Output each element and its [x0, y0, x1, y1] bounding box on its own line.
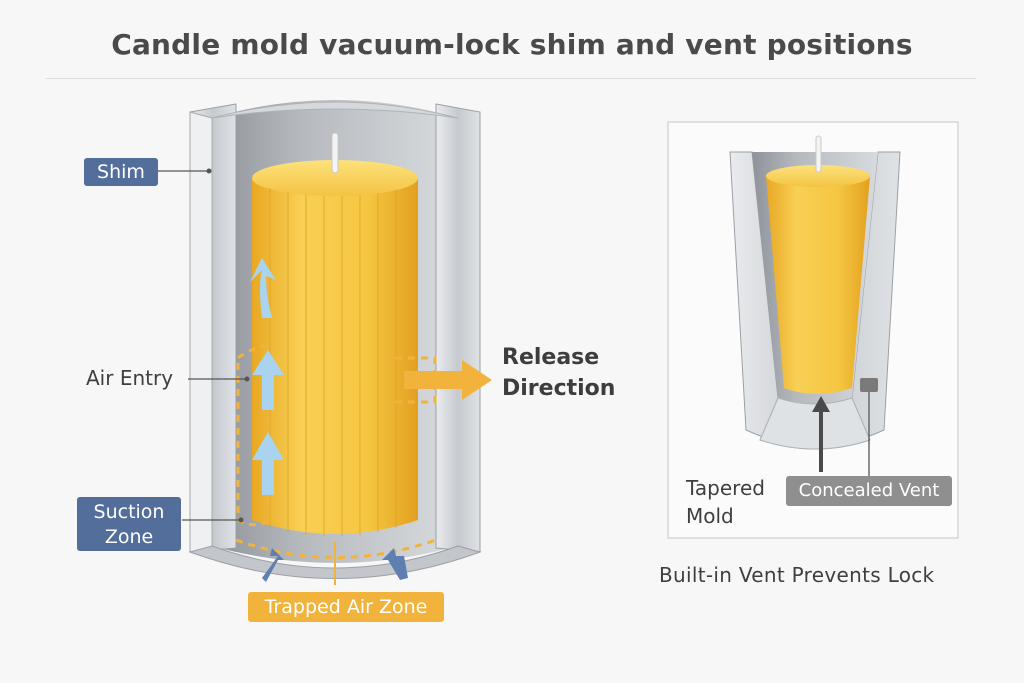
concealed-vent-badge: Concealed Vent — [786, 476, 952, 506]
candle-body — [252, 178, 418, 534]
candle-wick — [331, 132, 339, 174]
tapered-mold-arrow — [812, 396, 830, 472]
air-arrow-top — [250, 258, 276, 318]
tapered-mold-line2: Mold — [686, 504, 734, 528]
release-zone-outline — [395, 356, 437, 404]
suction-zone-badge: Suction Zone — [77, 497, 181, 551]
mold-top-rim — [211, 101, 459, 119]
release-direction-label: Release Direction — [502, 342, 615, 404]
main-candle — [252, 132, 418, 536]
inset-candle-top — [766, 165, 870, 187]
air-entry-label: Air Entry — [86, 366, 174, 390]
bottom-arrow-left — [262, 548, 284, 582]
bottom-airflow-arrows — [262, 548, 408, 582]
diagram-title: Candle mold vacuum-lock shim and vent po… — [111, 28, 913, 61]
suction-zone-line2: Zone — [104, 526, 154, 548]
release-line2: Direction — [502, 376, 616, 401]
inset-candle-body — [766, 176, 870, 394]
inset-caption: Built-in Vent Prevents Lock — [659, 563, 935, 587]
air-arrow-bottom — [252, 432, 284, 495]
air-entry-leader-dot — [244, 376, 250, 382]
shim-badge: Shim — [84, 158, 158, 186]
tapered-mold-label: Tapered Mold — [686, 474, 765, 530]
inset-candle — [766, 135, 870, 394]
air-arrow-middle — [252, 350, 284, 410]
tapered-mold-base — [759, 397, 871, 450]
release-arrow — [404, 360, 492, 400]
inset-candle-wick — [815, 135, 822, 173]
candle-top — [252, 160, 418, 196]
shim-leader-dot — [206, 168, 212, 174]
concealed-vent-marker — [860, 378, 878, 392]
trapped-air-zone-badge: Trapped Air Zone — [248, 592, 444, 622]
tapered-mold-line1: Tapered — [686, 476, 765, 500]
suction-zone-line1: Suction — [93, 501, 165, 523]
bottom-arrow-right — [382, 548, 408, 580]
mold-left-wall-edge — [189, 111, 213, 553]
air-entry-arrows — [250, 258, 284, 495]
title-divider — [46, 78, 976, 79]
suction-zone-leader-dot — [238, 517, 244, 523]
suction-zone-outline — [236, 344, 270, 527]
release-line1: Release — [502, 345, 600, 370]
mold-right-wall — [435, 103, 481, 553]
